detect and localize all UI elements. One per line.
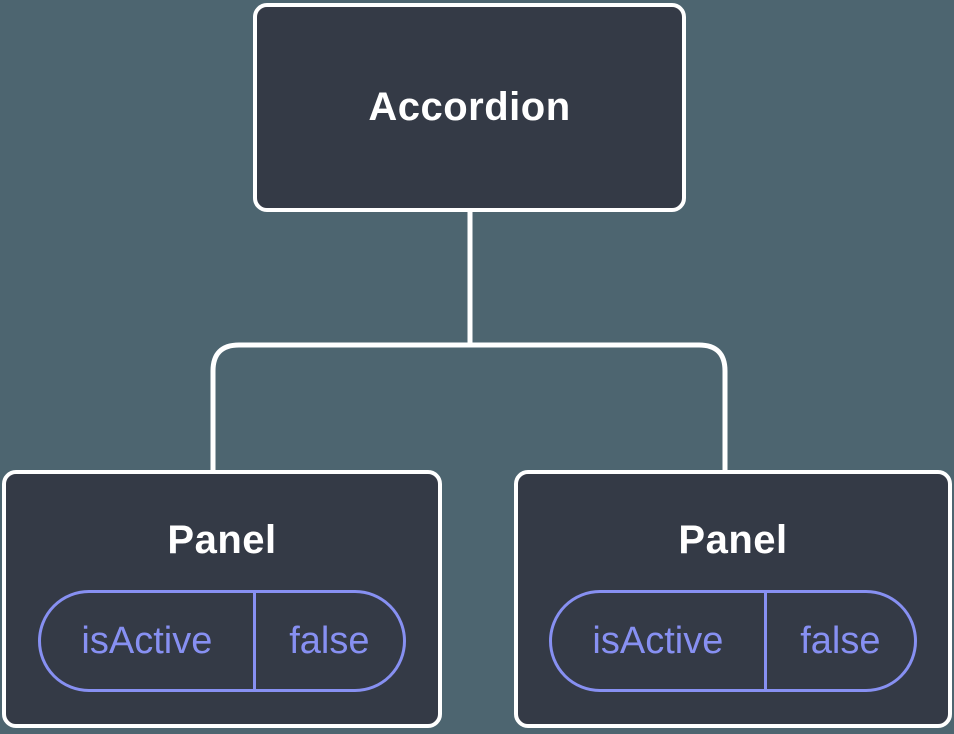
node-label: Accordion (368, 85, 571, 129)
state-value: false (800, 619, 881, 662)
state-value: false (289, 619, 370, 662)
state-badge: isActive false (549, 590, 917, 692)
node-label: Panel (167, 518, 277, 562)
tree-node-accordion: Accordion (253, 3, 686, 212)
tree-node-panel-left: Panel isActive false (2, 470, 442, 728)
state-name: isActive (41, 593, 256, 689)
state-name: isActive (552, 593, 767, 689)
state-badge: isActive false (38, 590, 406, 692)
tree-node-panel-right: Panel isActive false (514, 470, 952, 728)
connector-branch-bracket (210, 342, 728, 470)
node-label: Panel (678, 518, 788, 562)
